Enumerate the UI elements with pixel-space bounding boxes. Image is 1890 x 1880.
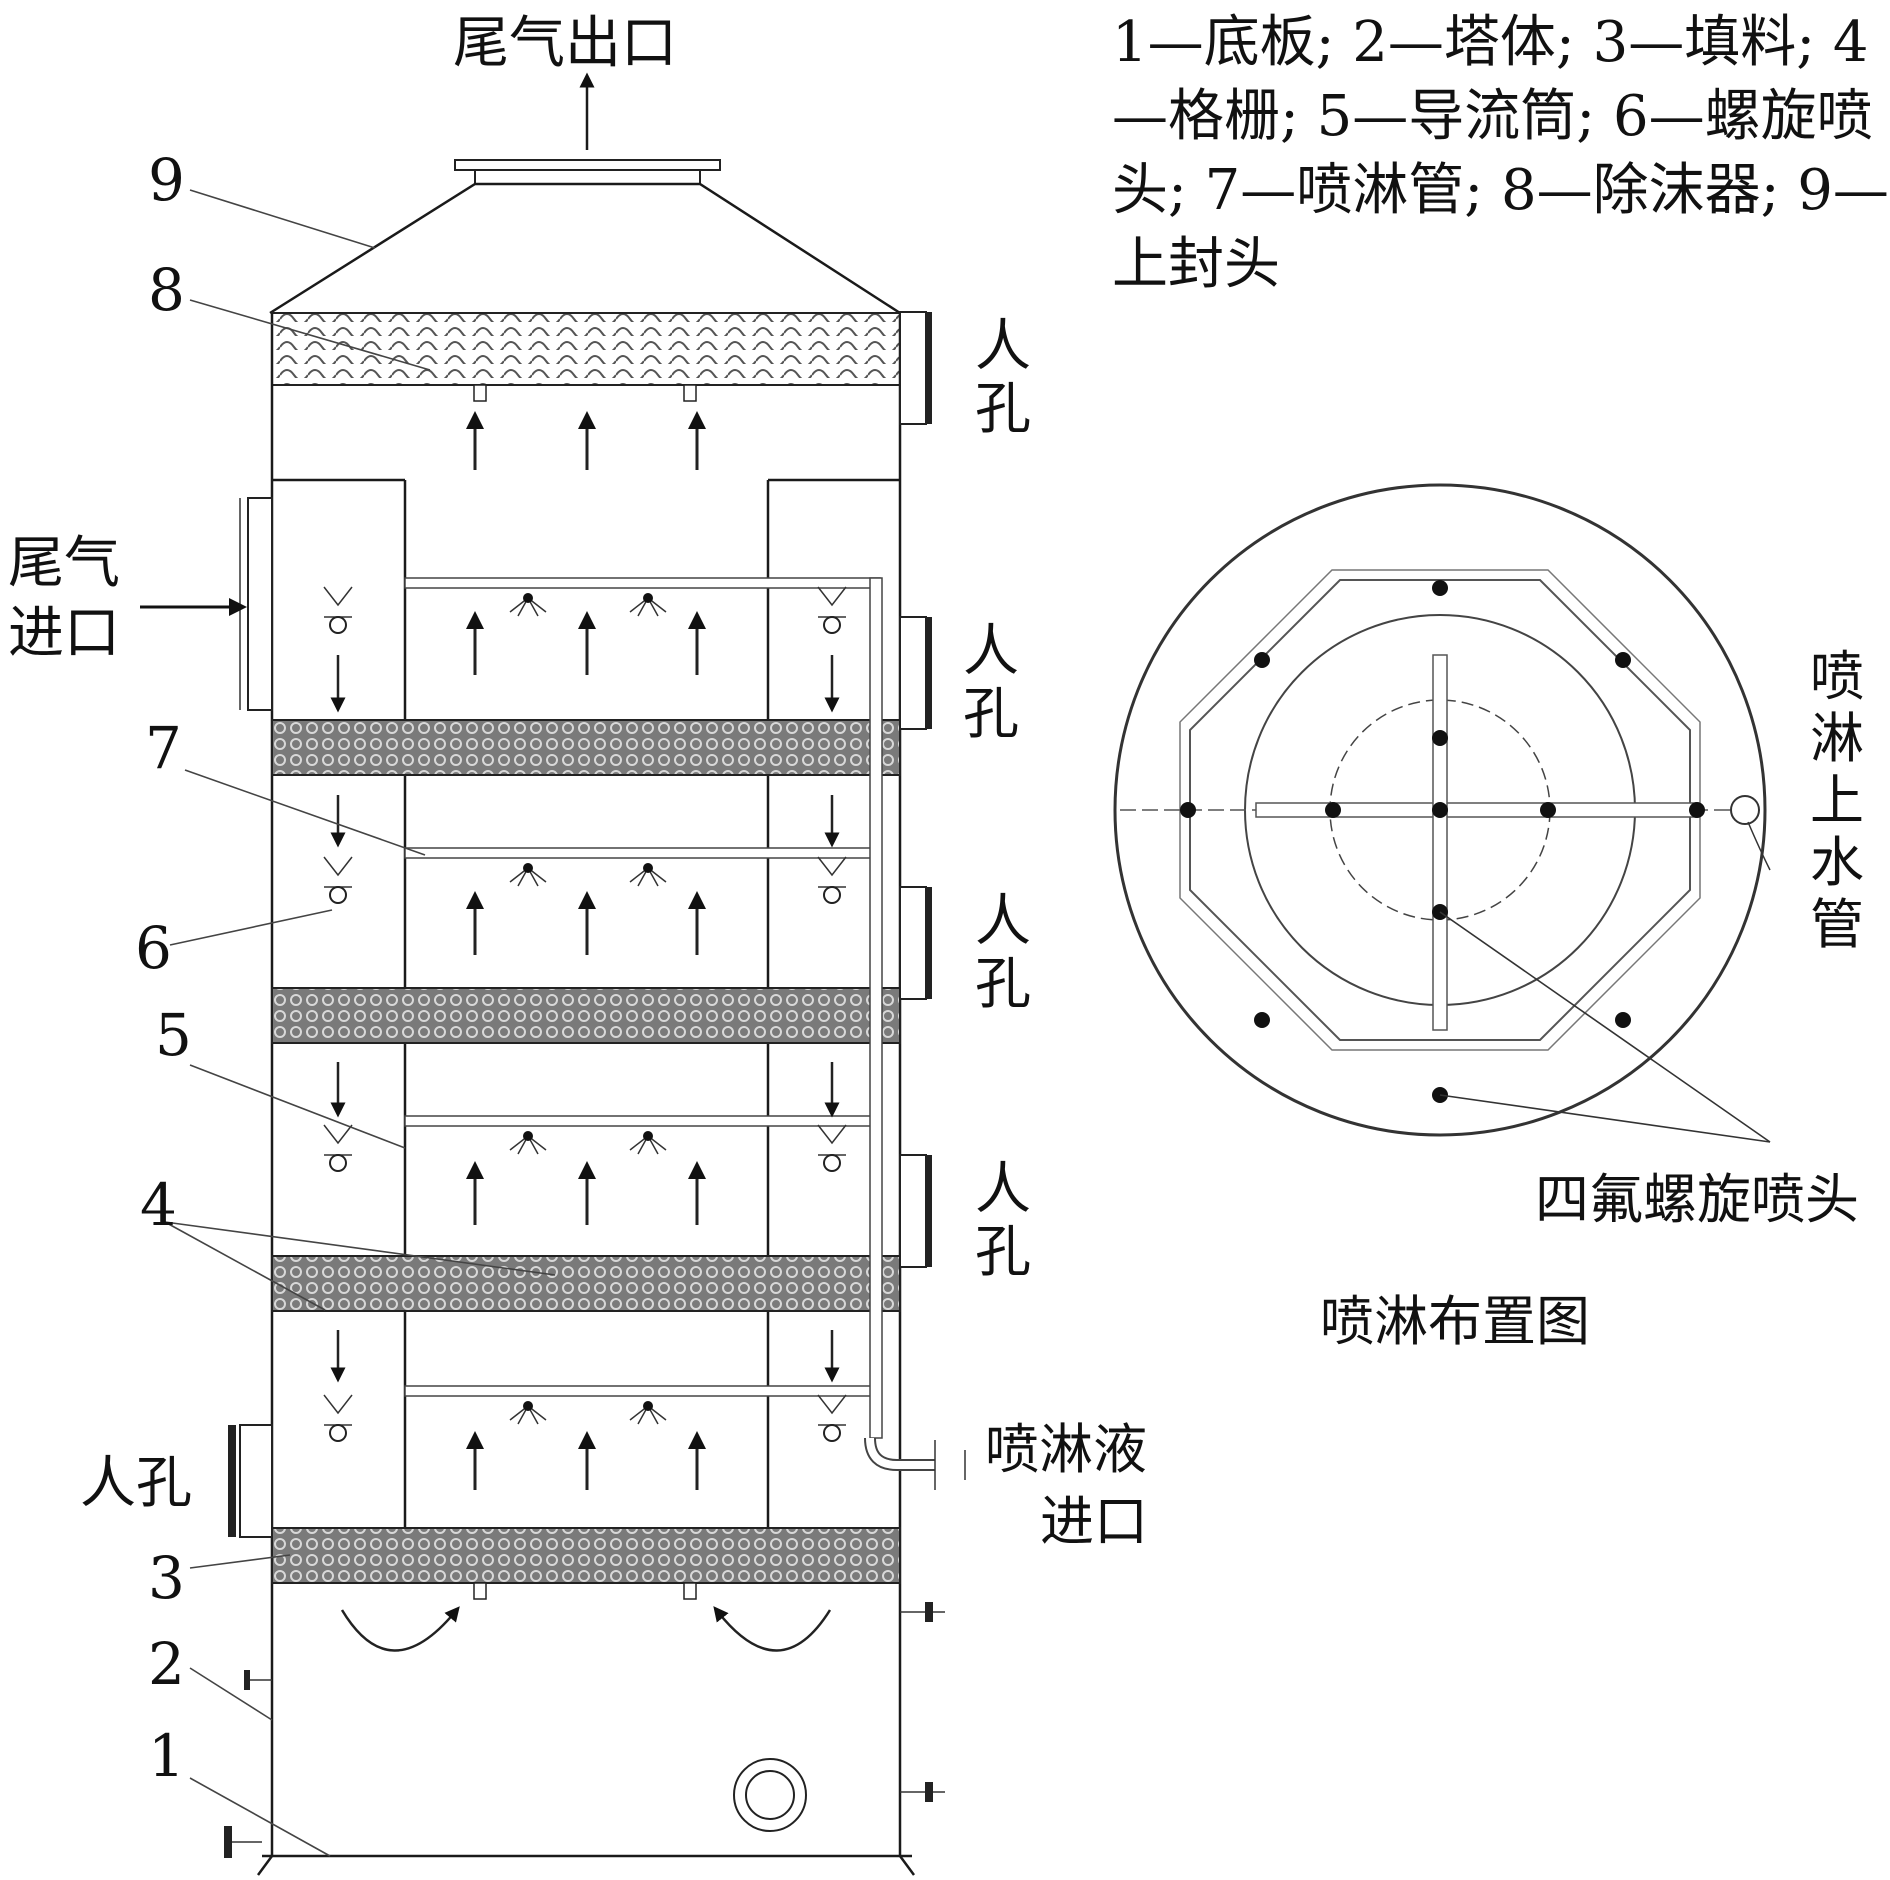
- inlet-label-line2: 进口: [8, 601, 120, 666]
- part-number-1: 1: [148, 1722, 185, 1790]
- water-pipe-label-char: 水: [1810, 831, 1864, 894]
- part-number-6: 6: [135, 914, 172, 982]
- manhole-label-char: 人: [975, 889, 1031, 954]
- water-pipe-label-char: 喷: [1810, 645, 1864, 708]
- part-number-3: 3: [148, 1544, 185, 1612]
- part-number-2: 2: [148, 1630, 185, 1698]
- demister: [271, 312, 901, 386]
- part-number-4: 4: [140, 1171, 177, 1239]
- spray-pipes: [404, 577, 966, 1490]
- part-number-7: 7: [145, 714, 182, 782]
- leader-lines: [164, 189, 556, 1857]
- drain-flange: [733, 1758, 807, 1832]
- spiral-nozzles: [509, 593, 667, 1425]
- water-pipe-label-char: 管: [1810, 893, 1864, 956]
- gas-inlet-flange: [239, 497, 273, 711]
- flow-arrows-up: [466, 411, 706, 1490]
- manhole-label-char: 人: [975, 1157, 1031, 1222]
- part-number-5: 5: [155, 1001, 192, 1069]
- demister-nozzle: [473, 384, 487, 402]
- manhole-left: [228, 1424, 273, 1538]
- nozzle-label: 四氟螺旋喷头: [1535, 1168, 1859, 1231]
- spray-inlet-label-line2: 进口: [1040, 1490, 1148, 1553]
- spray-inlet-label-line1: 喷淋液: [985, 1418, 1147, 1481]
- manhole-label-char: 人: [963, 619, 1019, 684]
- nozzle-leader-lines: [1439, 911, 1771, 1143]
- manhole-label-char: 孔: [975, 952, 1031, 1017]
- manhole-label-char: 人: [975, 314, 1031, 379]
- manhole-label-char: 孔: [975, 377, 1031, 442]
- part-number-9: 9: [148, 146, 185, 214]
- side-valves: [224, 1602, 945, 1858]
- flow-arrows-down: [330, 655, 840, 1383]
- side-spiral-nozzles: [323, 586, 847, 1442]
- upper-head: [269, 159, 901, 315]
- manholes-right: [899, 311, 932, 1268]
- part-number-8: 8: [148, 256, 185, 324]
- packing-layers: [271, 719, 901, 1584]
- water-pipe-label-char: 上: [1810, 769, 1864, 832]
- tower-body: [256, 313, 916, 1876]
- manhole-label-char: 孔: [975, 1220, 1031, 1285]
- layout-title: 喷淋布置图: [1320, 1290, 1590, 1353]
- manhole-left-label: 人孔: [80, 1451, 192, 1516]
- demister-nozzle: [683, 384, 697, 402]
- manhole-label-char: 孔: [963, 682, 1019, 747]
- bottom-flow: [340, 1582, 832, 1652]
- water-pipe-label-char: 淋: [1810, 707, 1864, 770]
- inlet-label-line1: 尾气: [8, 531, 120, 596]
- parts-legend: 1—底板; 2—塔体; 3—填料; 4—格栅; 5—导流筒; 6—螺旋喷头; 7…: [1112, 10, 1889, 297]
- plan-spray-nozzles: [1180, 580, 1705, 1103]
- outlet-label: 尾气出口: [453, 11, 677, 76]
